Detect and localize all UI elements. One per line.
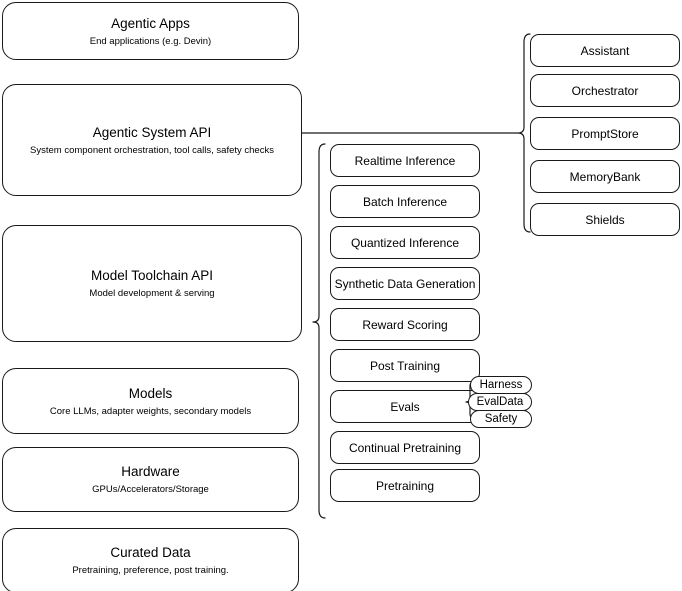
evals-subcomponent-evaldata[interactable]: EvalData bbox=[468, 393, 532, 411]
layer-subtitle: Core LLMs, adapter weights, secondary mo… bbox=[49, 405, 252, 417]
system-component-orchestrator[interactable]: Orchestrator bbox=[530, 74, 680, 107]
layer-title: Agentic System API bbox=[92, 124, 212, 140]
layer-subtitle: System component orchestration, tool cal… bbox=[30, 144, 274, 156]
capability-pretraining[interactable]: Pretraining bbox=[330, 469, 480, 502]
capability-continual-pretraining[interactable]: Continual Pretraining bbox=[330, 431, 480, 464]
evals-subcomponent-safety[interactable]: Safety bbox=[470, 410, 532, 428]
layer-title: Agentic Apps bbox=[111, 15, 190, 31]
system-component-memorybank[interactable]: MemoryBank bbox=[530, 160, 680, 193]
brace-toolchain-capabilities bbox=[312, 143, 326, 519]
system-component-promptstore[interactable]: PromptStore bbox=[530, 117, 680, 150]
layer-subtitle: Model development & serving bbox=[89, 288, 215, 299]
stack-layer-curated-data[interactable]: Curated Data Pretraining, preference, po… bbox=[2, 528, 299, 591]
capability-reward-scoring[interactable]: Reward Scoring bbox=[330, 308, 480, 341]
capability-realtime-inference[interactable]: Realtime Inference bbox=[330, 144, 480, 177]
stack-layer-agentic-system-api[interactable]: Agentic System API System component orch… bbox=[2, 84, 302, 196]
layer-title: Curated Data bbox=[110, 545, 191, 560]
capability-quantized-inference[interactable]: Quantized Inference bbox=[330, 226, 480, 259]
stack-layer-models[interactable]: Models Core LLMs, adapter weights, secon… bbox=[2, 368, 299, 434]
stack-layer-agentic-apps[interactable]: Agentic Apps End applications (e.g. Devi… bbox=[2, 2, 299, 60]
stack-layer-hardware[interactable]: Hardware GPUs/Accelerators/Storage bbox=[2, 447, 299, 512]
stack-layer-model-toolchain-api[interactable]: Model Toolchain API Model development & … bbox=[2, 225, 302, 342]
capability-synthetic-data-generation[interactable]: Synthetic Data Generation bbox=[330, 267, 480, 300]
layer-title: Hardware bbox=[121, 464, 180, 479]
system-component-shields[interactable]: Shields bbox=[530, 203, 680, 236]
capability-evals[interactable]: Evals bbox=[330, 390, 480, 423]
layer-title: Models bbox=[128, 385, 173, 401]
system-component-assistant[interactable]: Assistant bbox=[530, 34, 680, 67]
layer-subtitle: Pretraining, preference, post training. bbox=[72, 565, 229, 576]
capability-batch-inference[interactable]: Batch Inference bbox=[330, 185, 480, 218]
layer-subtitle: GPUs/Accelerators/Storage bbox=[92, 484, 209, 495]
brace-system-components bbox=[517, 33, 531, 233]
layer-title: Model Toolchain API bbox=[90, 268, 214, 283]
layer-subtitle: End applications (e.g. Devin) bbox=[89, 35, 212, 47]
evals-subcomponent-harness[interactable]: Harness bbox=[470, 376, 532, 394]
capability-post-training[interactable]: Post Training bbox=[330, 349, 480, 382]
